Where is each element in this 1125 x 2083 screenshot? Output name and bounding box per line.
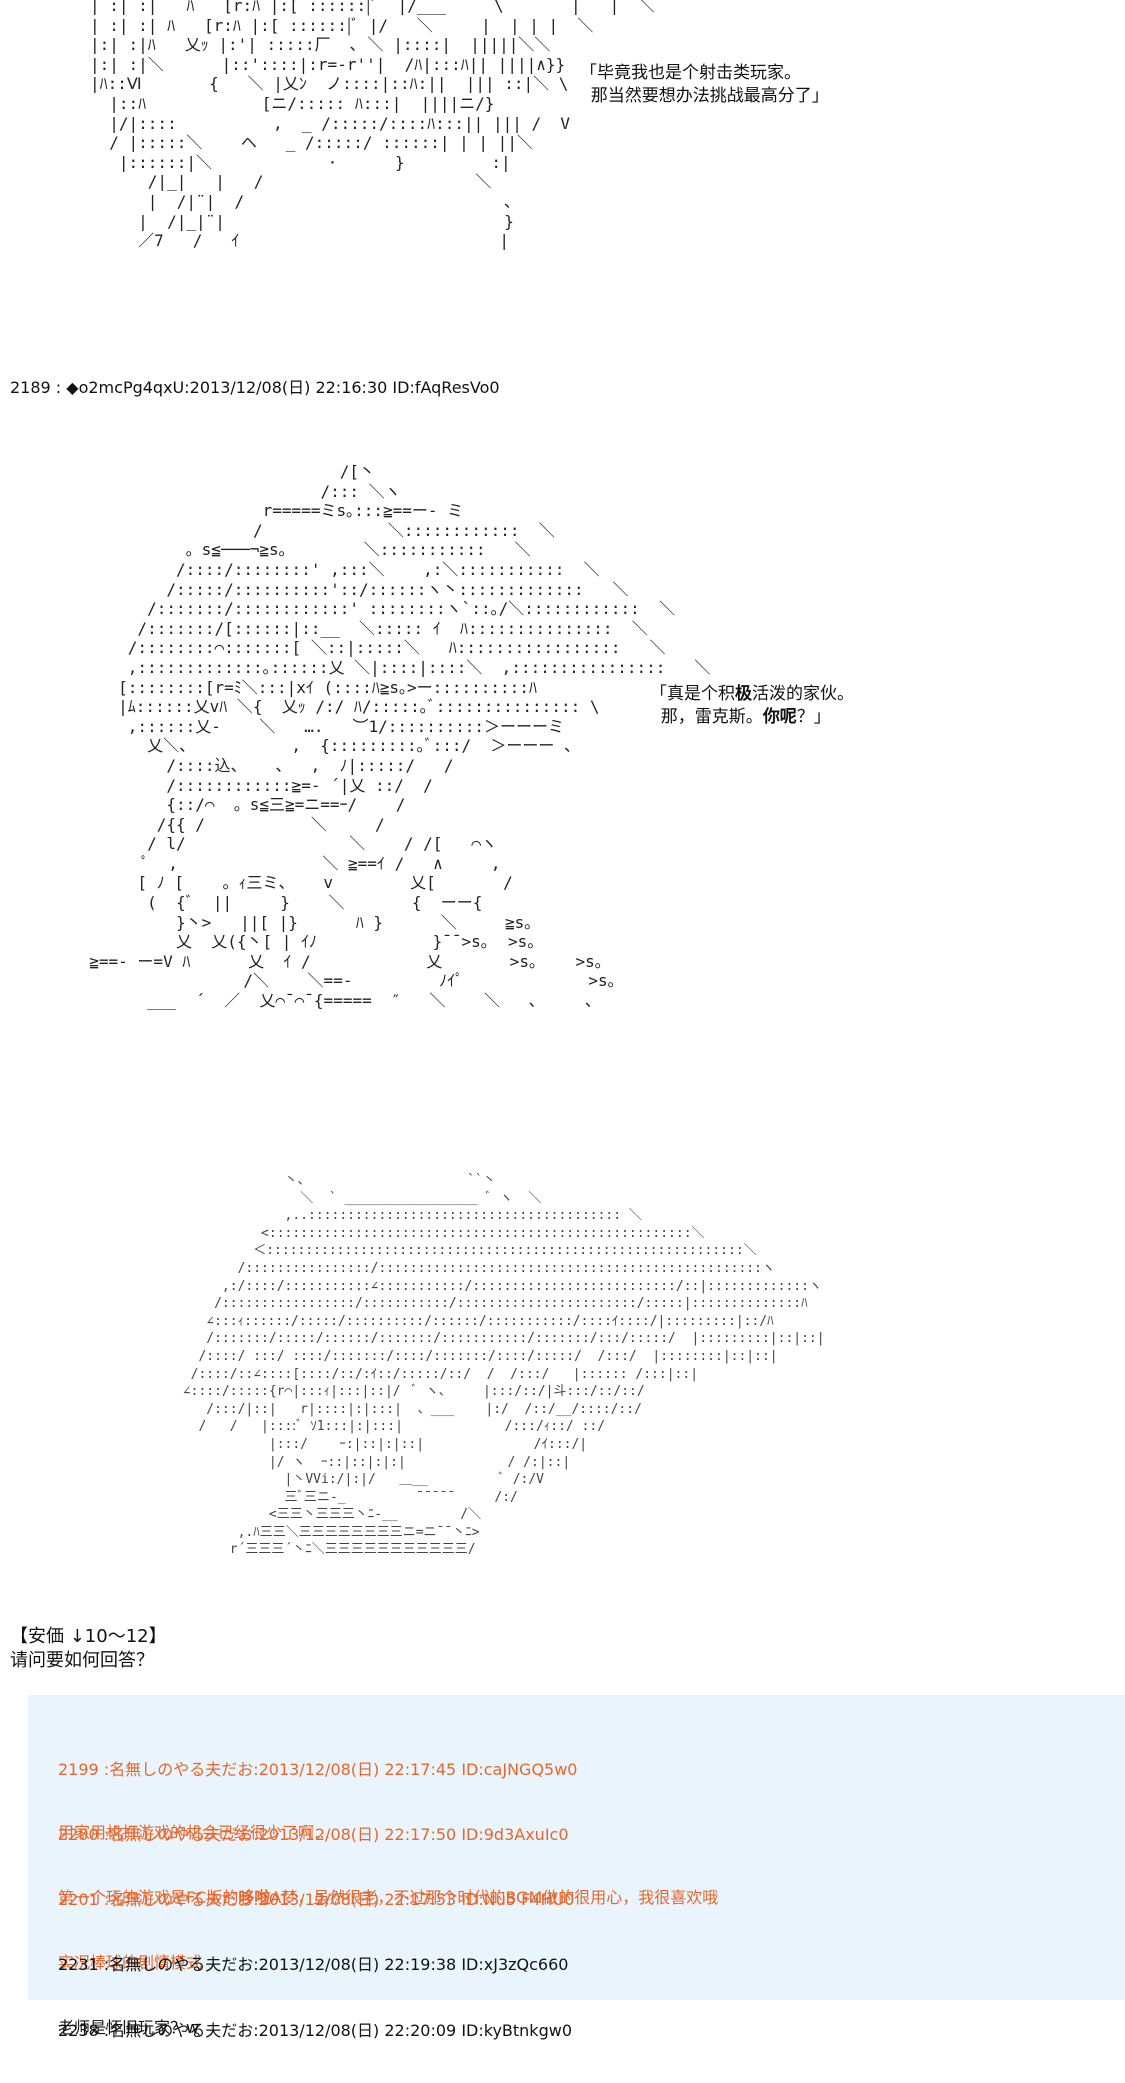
speech-1-line-2: 那当然要想办法挑战最高分了」 bbox=[580, 86, 829, 106]
comment-body-suffix: A梦，虽然很老，不过那个时代的BGM做的很用心，我很喜欢哦 bbox=[270, 1888, 719, 1907]
ascii-art-character-1: | :| :| ﾊ [r:ﾊ |:[ ::::::|ﾞ |/___ \ | | … bbox=[90, 0, 655, 251]
ascii-art-character-2: /[丶 /::: ＼ヽ r=====ミs｡:::≧==ー‐ ミ / ＼:::::… bbox=[89, 462, 711, 1011]
post-author: ◆o2mcPg4qxU bbox=[66, 378, 185, 397]
thread-page: | :| :| ﾊ [r:ﾊ |:[ ::::::|ﾞ |/___ \ | | … bbox=[10, 0, 1125, 2040]
speech-2-line-2-suffix: ？」 bbox=[796, 707, 831, 727]
comment-item: 2238 :名無しのやる夫だお:2013/12/08(日) 22:20:09 I… bbox=[58, 1978, 572, 2083]
comment-body: 实况棒球的剧情模式 bbox=[58, 1953, 203, 1972]
comment-body: 用家用机打游戏的机会已经很少了啊… bbox=[58, 1823, 331, 1842]
comment-item: 2200 :名無しのやる夫だお:2013/12/08(日) 22:17:50 I… bbox=[58, 1782, 718, 1950]
comment-meta: 2238 :名無しのやる夫だお:2013/12/08(日) 22:20:09 I… bbox=[58, 2021, 572, 2040]
question-text: 请问要如何回答？ bbox=[10, 1650, 154, 1671]
ascii-art-character-3: 丶、 ``丶 ＼ ` _________________ ﾞ ヽ ＼ ,..::… bbox=[182, 1173, 825, 1558]
speech-1-line-1: 「毕竟我也是个射击类玩家。 bbox=[580, 63, 801, 83]
speech-bubble-2: 「真是个积极活泼的家伙。 那，雷克斯。你呢？」 bbox=[650, 683, 854, 729]
comment-meta: 2200 :名無しのやる夫だお:2013/12/08(日) 22:17:50 I… bbox=[58, 1825, 569, 1844]
comment-meta: 2231 :名無しのやる夫だお:2013/12/08(日) 22:19:38 I… bbox=[58, 1955, 569, 1974]
post-header: 2189 : ◆o2mcPg4qxU:2013/12/08(日) 22:16:3… bbox=[10, 378, 500, 397]
comment-panel: 2199 :名無しのやる夫だお:2013/12/08(日) 22:17:45 I… bbox=[28, 1695, 1125, 2040]
speech-2-line-1-suffix: 活泼的家伙。 bbox=[752, 684, 854, 704]
comment-body: 第一个玩的游戏是FC版的哆啦A梦，虽然很老，不过那个时代的BGM做的很用心，我很… bbox=[58, 1887, 718, 1908]
comment-body-prefix: 第一个玩的游戏是FC版的 bbox=[58, 1888, 239, 1907]
speech-2-line-2-prefix: 那，雷克斯。 bbox=[650, 707, 763, 727]
speech-bubble-1: 「毕竟我也是个射击类玩家。 那当然要想办法挑战最高分了」 bbox=[580, 62, 829, 108]
comment-meta: 2201 :名無しのやる夫だお:2013/12/08(日) 22:17:53 I… bbox=[58, 1890, 575, 1909]
comment-meta: 2199 :名無しのやる夫だお:2013/12/08(日) 22:17:45 I… bbox=[58, 1760, 578, 1779]
post-number: 2189 bbox=[10, 378, 51, 397]
comment-item: 2199 :名無しのやる夫だお:2013/12/08(日) 22:17:45 I… bbox=[58, 1717, 577, 1885]
post-id: ID:fAqResVo0 bbox=[392, 378, 500, 397]
comment-body-bold: 哆啦 bbox=[238, 1888, 271, 1907]
question-anka: 【安価 ↓10～12】 bbox=[10, 1626, 167, 1647]
comment-item: 2201 :名無しのやる夫だお:2013/12/08(日) 22:17:53 I… bbox=[58, 1847, 574, 2015]
speech-2-line-1-prefix: 「真是个积 bbox=[650, 684, 735, 704]
post-datetime: 2013/12/08(日) 22:16:30 bbox=[189, 378, 388, 397]
speech-2-line-1-bold: 极 bbox=[735, 684, 752, 704]
speech-2-line-2-bold: 你呢 bbox=[762, 707, 797, 727]
question-block: 【安価 ↓10～12】 请问要如何回答？ bbox=[10, 1625, 167, 1673]
